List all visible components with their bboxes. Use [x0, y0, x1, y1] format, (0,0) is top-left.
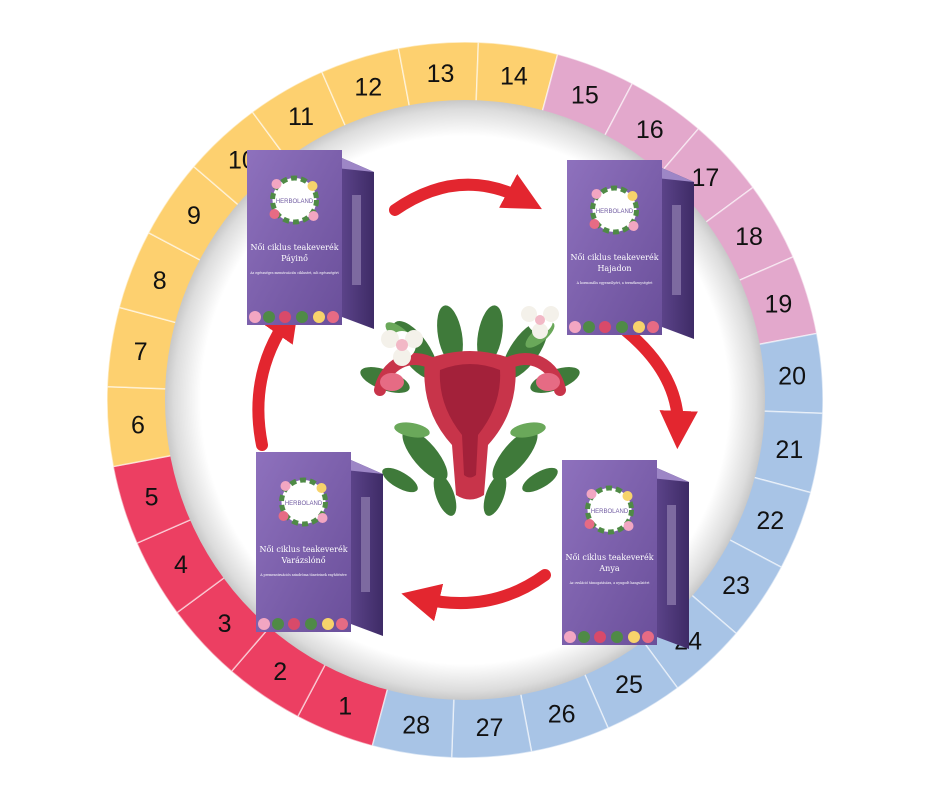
box-brand: HERBOLAND [591, 509, 629, 515]
day-label-20: 20 [778, 362, 806, 390]
day-label-19: 19 [765, 290, 793, 318]
box-side-label [667, 505, 676, 605]
box-subtitle: Hajadon [597, 264, 631, 273]
ovary-left [380, 373, 404, 391]
box-wreath [272, 178, 317, 222]
day-label-7: 7 [134, 338, 148, 366]
box-wreath [281, 480, 326, 524]
box-title: Női ciklus teakeverék [250, 243, 338, 252]
box-brand: HERBOLAND [596, 209, 634, 215]
day-label-16: 16 [636, 116, 664, 144]
day-label-3: 3 [218, 610, 232, 638]
day-label-21: 21 [775, 436, 803, 464]
box-blurb: Az ovuláció támogatására, a nyugodt hang… [569, 581, 650, 585]
day-label-26: 26 [548, 700, 576, 728]
arrow-left [252, 302, 300, 451]
cycle-day-ring [106, 41, 824, 759]
box-side-label [352, 195, 361, 285]
cycle-arrows [252, 173, 698, 622]
box-title: Női ciklus teakeverék [565, 553, 653, 562]
box-subtitle: Anya [598, 564, 619, 573]
day-label-11: 11 [288, 103, 314, 131]
flower-left [381, 330, 423, 366]
arrow-bottom [401, 569, 551, 622]
day-label-28: 28 [402, 711, 430, 739]
box-wreath [592, 188, 637, 232]
day-label-9: 9 [187, 202, 201, 230]
box-brand: HERBOLAND [285, 501, 323, 507]
box-blurb: A premenstruációs szindróma tüneteinek e… [259, 573, 347, 577]
product-box-bottom-left: HERBOLAND Női ciklus teakeverékVarázslónő… [256, 452, 383, 636]
day-label-18: 18 [735, 223, 763, 251]
ovary-right [536, 373, 560, 391]
box-side-label [361, 497, 370, 592]
day-label-5: 5 [145, 484, 159, 512]
day-label-22: 22 [756, 507, 784, 535]
arrow-right [619, 324, 698, 450]
box-title: Női ciklus teakeverék [570, 253, 658, 262]
uterus-illustration [360, 305, 580, 516]
box-subtitle: Páyinő [281, 254, 308, 263]
box-blurb: Az egészséges menstruációs ciklusért, nő… [249, 271, 339, 275]
day-label-1: 1 [338, 692, 352, 720]
day-label-14: 14 [500, 63, 528, 91]
day-label-2: 2 [273, 658, 287, 686]
box-title: Női ciklus teakeverék [259, 545, 347, 554]
day-label-25: 25 [615, 671, 643, 699]
box-blurb: A hormonális egyensúlyért, a termékenysé… [576, 280, 653, 285]
day-label-23: 23 [722, 572, 750, 600]
day-label-6: 6 [131, 412, 145, 440]
flower-right [521, 306, 559, 339]
day-label-12: 12 [354, 74, 382, 102]
day-label-4: 4 [174, 551, 188, 579]
arrow-top [389, 173, 542, 216]
day-label-8: 8 [153, 267, 167, 295]
cycle-day-labels: 1234567891011121314151617181920212223242… [131, 60, 806, 742]
box-side-label [672, 205, 681, 295]
day-label-15: 15 [571, 82, 599, 110]
box-brand: HERBOLAND [276, 199, 314, 205]
day-label-13: 13 [427, 60, 455, 88]
day-label-27: 27 [476, 714, 504, 742]
day-label-17: 17 [692, 164, 720, 192]
box-wreath [587, 488, 632, 532]
box-subtitle: Varázslónő [280, 556, 325, 565]
